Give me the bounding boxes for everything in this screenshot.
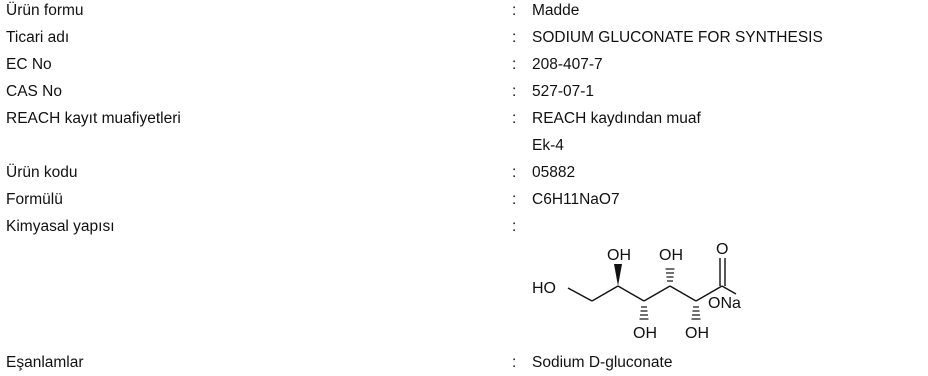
- field-separator: :: [512, 110, 517, 127]
- field-value: C6H11NaO7: [532, 191, 620, 208]
- field-row-ticari-adi: Ticari adı : SODIUM GLUCONATE FOR SYNTHE…: [0, 27, 928, 49]
- hashed-bond-c4: [665, 268, 675, 282]
- hashed-bond-c3: [639, 306, 649, 320]
- field-separator: :: [512, 29, 517, 46]
- field-value: Madde: [532, 2, 580, 19]
- field-value-continued: Ek-4: [532, 137, 564, 154]
- wedge-bond-c2: [614, 264, 622, 286]
- bond-c6-ona: [721, 285, 737, 295]
- atom-label-oh-top-2: OH: [659, 247, 683, 264]
- atom-label-o-carbonyl: O: [716, 241, 728, 258]
- atom-label-ho: HO: [532, 280, 556, 297]
- field-value: SODIUM GLUCONATE FOR SYNTHESIS: [532, 29, 823, 46]
- field-value: Sodium D-gluconate: [532, 354, 673, 371]
- bond-ho-c1: [567, 287, 593, 302]
- field-row-urun-formu: Ürün formu : Madde: [0, 0, 928, 22]
- field-label: Ticari adı: [6, 29, 70, 46]
- field-label: Ürün formu: [6, 2, 84, 19]
- field-separator: :: [512, 354, 517, 371]
- atom-label-ona: ONa: [708, 295, 741, 312]
- bond-c2-c3: [617, 285, 645, 302]
- atom-label-oh-top-1: OH: [607, 247, 631, 264]
- field-separator: :: [512, 2, 517, 19]
- bond-c4-c5: [669, 285, 697, 302]
- bond-c1-c2: [591, 285, 619, 302]
- field-label: Ürün kodu: [6, 164, 78, 181]
- field-separator: :: [512, 56, 517, 73]
- bond-c5-c6: [695, 285, 723, 302]
- field-row-ec-no: EC No : 208-407-7: [0, 54, 928, 76]
- field-label: Kimyasal yapısı: [6, 218, 115, 235]
- field-row-esanlamlar: Eşanlamlar : Sodium D-gluconate: [0, 352, 928, 374]
- field-row-kimyasal-yapisi: Kimyasal yapısı :: [0, 216, 928, 238]
- field-row-urun-kodu: Ürün kodu : 05882: [0, 162, 928, 184]
- field-row-reach-muafiyetleri: REACH kayıt muafiyetleri : REACH kaydınd…: [0, 108, 928, 130]
- field-value: 05882: [532, 164, 576, 181]
- field-separator: :: [512, 164, 517, 181]
- atom-label-oh-bottom-2: OH: [685, 325, 709, 342]
- field-row-reach-muafiyetleri-cont: Ek-4: [0, 135, 928, 157]
- field-label: Eşanlamlar: [6, 354, 84, 371]
- field-value: 208-407-7: [532, 56, 603, 73]
- bond-c3-c4: [643, 285, 671, 302]
- field-separator: :: [512, 191, 517, 208]
- field-label: Formülü: [6, 191, 63, 208]
- field-value: 527-07-1: [532, 83, 595, 100]
- field-separator: :: [512, 218, 517, 235]
- field-value: REACH kaydından muaf: [532, 110, 701, 127]
- field-label: CAS No: [6, 83, 62, 100]
- atom-label-oh-bottom-1: OH: [633, 325, 657, 342]
- field-label: REACH kayıt muafiyetleri: [6, 110, 181, 127]
- chemical-structure-diagram: HO OH OH O ONa OH OH: [532, 241, 741, 342]
- field-separator: :: [512, 83, 517, 100]
- field-row-cas-no: CAS No : 527-07-1: [0, 81, 928, 103]
- hashed-bond-c5: [691, 306, 701, 320]
- structure-bonds: [567, 258, 737, 320]
- field-row-formulu: Formülü : C6H11NaO7: [0, 189, 928, 211]
- field-label: EC No: [6, 56, 52, 73]
